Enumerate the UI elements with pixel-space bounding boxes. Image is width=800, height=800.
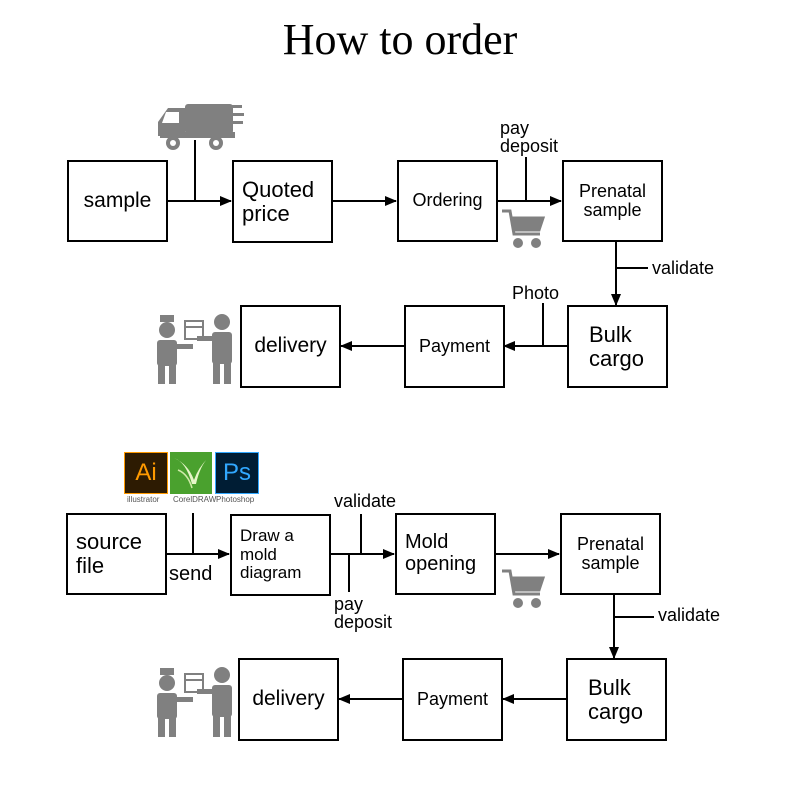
step-payment-2: Payment: [402, 658, 503, 741]
page-title: How to order: [282, 15, 518, 64]
package-handover-icon: [157, 314, 232, 384]
step-draw-mold-diagram: Draw a mold diagram: [230, 514, 331, 596]
label-send: send: [169, 563, 213, 585]
shopping-cart-icon: [502, 209, 546, 248]
step-delivery-2: delivery: [238, 658, 339, 741]
flow1-connectors: [167, 140, 648, 351]
photoshop-logo-icon: Ps: [215, 452, 259, 494]
flow2-connectors: [165, 513, 654, 704]
label-validate-side: validate: [658, 605, 721, 625]
step-quoted-price: Quoted price: [232, 160, 333, 243]
package-handover-icon: [157, 667, 232, 737]
label-photo: Photo: [512, 283, 560, 303]
illustrator-caption: illustrator: [127, 495, 160, 504]
label-validate: validate: [652, 258, 715, 278]
shopping-cart-icon: [502, 569, 546, 608]
coreldraw-caption: CorelDRAW: [173, 495, 217, 504]
step-mold-opening: Mold opening: [395, 513, 496, 595]
label-pay-deposit-2: pay deposit: [334, 594, 393, 632]
step-ordering: Ordering: [397, 160, 498, 242]
label-pay-deposit: pay deposit: [500, 118, 559, 156]
step-sample: sample: [67, 160, 168, 242]
step-bulk-cargo: Bulk cargo: [567, 305, 668, 388]
delivery-truck-icon: [158, 104, 244, 150]
coreldraw-logo-icon: [170, 452, 212, 494]
step-prenatal-sample: Prenatal sample: [562, 160, 663, 242]
photoshop-caption: Photoshop: [216, 495, 255, 504]
illustrator-logo-icon: Ai: [124, 452, 168, 494]
step-payment: Payment: [404, 305, 505, 388]
label-validate-top: validate: [334, 491, 397, 511]
step-delivery: delivery: [240, 305, 341, 388]
step-source-file: source file: [66, 513, 167, 595]
step-prenatal-sample-2: Prenatal sample: [560, 513, 661, 595]
step-bulk-cargo-2: Bulk cargo: [566, 658, 667, 741]
